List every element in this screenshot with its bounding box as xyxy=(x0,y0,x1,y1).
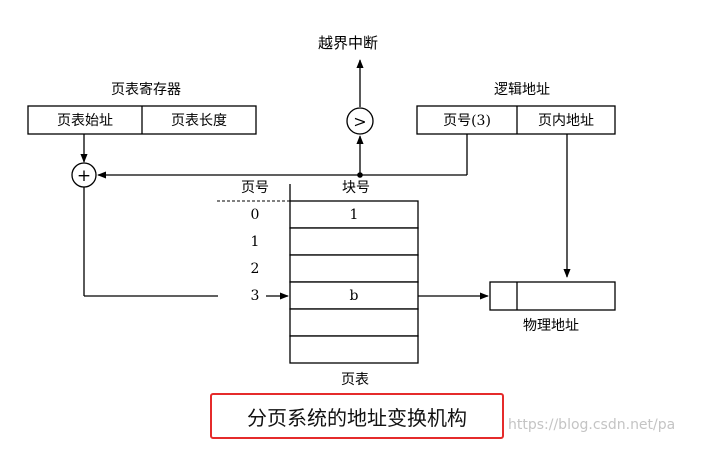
caption-box: 分页系统的地址变换机构 xyxy=(210,393,504,439)
page-table-length-field: 页表长度 xyxy=(171,113,227,129)
page-table-rows: 0 1 1 2 3 b xyxy=(251,200,419,364)
page-number-cell: 0 xyxy=(251,207,260,223)
block-column-header: 块号 xyxy=(342,180,370,196)
comparator-symbol: > xyxy=(353,112,366,131)
page-number-cell: 2 xyxy=(251,261,260,277)
page-number-cell: 1 xyxy=(251,234,260,250)
page-table-row xyxy=(289,227,419,256)
block-number-cell: b xyxy=(350,288,359,304)
page-table-row xyxy=(289,254,419,283)
logical-offset-field: 页内地址 xyxy=(538,113,594,129)
page-table-register-title: 页表寄存器 xyxy=(111,81,181,98)
overflow-interrupt-label: 越界中断 xyxy=(318,34,378,52)
logical-address-title: 逻辑地址 xyxy=(494,82,550,98)
page-table-row xyxy=(289,308,419,337)
logical-address-box xyxy=(416,105,616,135)
block-number-cell: 1 xyxy=(350,207,359,223)
physical-address-label: 物理地址 xyxy=(523,318,579,334)
page-table-start-field: 页表始址 xyxy=(57,113,113,129)
comparator-circle xyxy=(346,107,374,135)
page-column-header: 页号 xyxy=(241,180,269,196)
page-table-label: 页表 xyxy=(341,372,369,388)
logical-page-field: 页号(3) xyxy=(443,113,491,129)
watermark-text: https://blog.csdn.net/pa xyxy=(508,417,676,433)
page-table-row xyxy=(289,200,419,229)
physical-address-box xyxy=(489,281,616,311)
page-table-row xyxy=(289,335,419,364)
junction-dot xyxy=(357,172,363,178)
diagram-caption: 分页系统的地址变换机构 xyxy=(247,405,467,430)
adder-symbol: + xyxy=(77,166,91,186)
page-number-cell: 3 xyxy=(251,288,260,304)
